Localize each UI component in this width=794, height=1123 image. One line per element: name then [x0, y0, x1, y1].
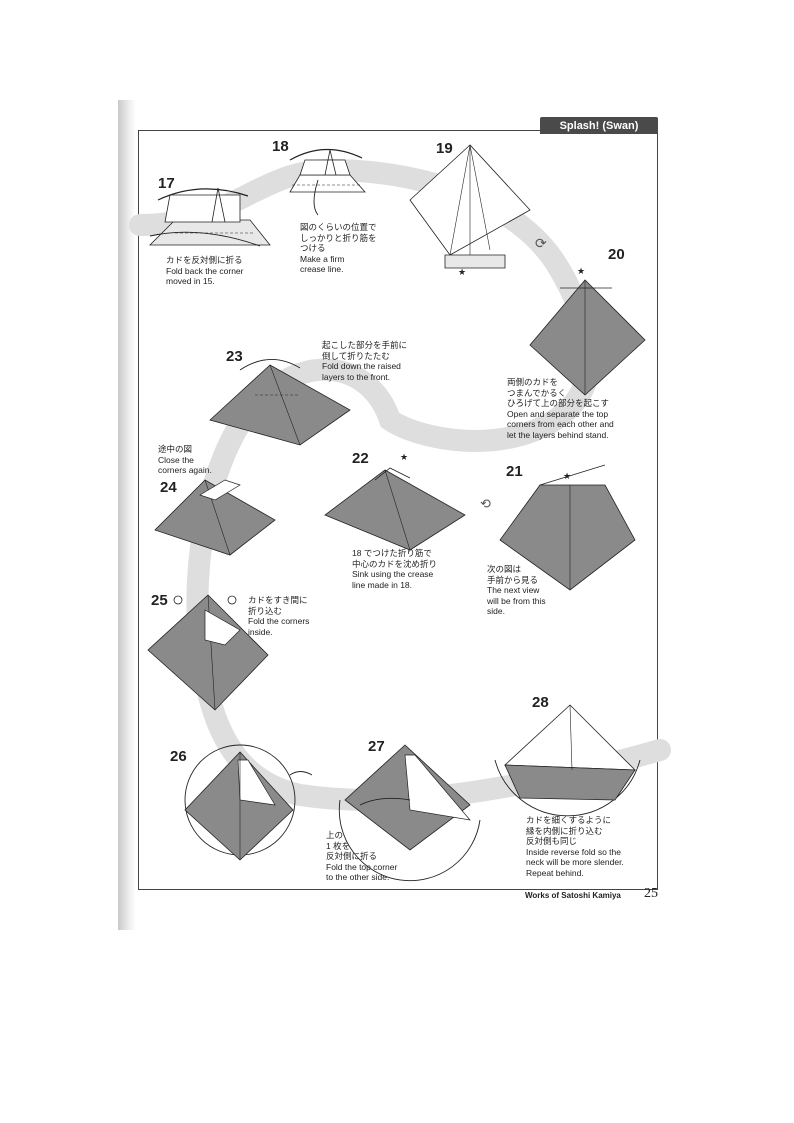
svg-text:⟳: ⟳ [535, 236, 547, 252]
svg-text:★: ★ [577, 267, 585, 277]
step-26-figure [184, 744, 313, 861]
step-number: 28 [532, 694, 549, 711]
svg-text:★: ★ [563, 472, 571, 482]
step-number: 20 [608, 246, 625, 263]
step-28-figure [494, 704, 641, 817]
step-instruction: 途中の図 Close the corners again. [158, 444, 212, 475]
step-17-figure [149, 187, 271, 247]
step-instruction: 起こした部分を手前に 倒して折りたたむ Fold down the raised… [322, 340, 408, 382]
page-number: 25 [644, 886, 658, 901]
step-instruction: 図のくらいの位置で しっかりと折り筋を つける Make a firm crea… [300, 222, 377, 274]
step-21-figure: ★ [499, 464, 636, 591]
svg-text:⟲: ⟲ [480, 497, 491, 512]
step-number: 26 [170, 748, 187, 765]
step-20-figure: ★ ⟳ [529, 236, 646, 396]
step-instruction: 次の図は 手前から見る The next view will be from t… [487, 564, 546, 616]
page-title: Splash! (Swan) [540, 117, 658, 134]
step-instruction: 18 でつけた折り筋で 中心のカドを沈め折り Sink using the cr… [352, 548, 438, 590]
step-instruction: 両側のカドを つまんでかるく ひろげて上の部分を起こす Open and sep… [507, 377, 614, 440]
svg-text:★: ★ [400, 453, 408, 463]
page-frame [138, 130, 658, 890]
scan-shadow [118, 100, 136, 930]
step-instruction: 上の 1 枚を 反対側に折る Fold the top corner to th… [326, 830, 398, 882]
step-number: 25 [151, 592, 168, 609]
step-18-figure [289, 148, 366, 216]
step-number: 22 [352, 450, 369, 467]
step-27-figure [338, 744, 481, 882]
step-23-figure [209, 359, 351, 446]
step-instruction: カドを反対側に折る Fold back the corner moved in … [166, 255, 244, 286]
step-path-band [129, 158, 671, 811]
step-number: 19 [436, 140, 453, 157]
step-24-figure [154, 479, 276, 556]
footer-credit: Works of Satoshi Kamiya [525, 891, 621, 900]
svg-text:★: ★ [458, 268, 466, 278]
step-number: 17 [158, 175, 175, 192]
step-number: 27 [368, 738, 385, 755]
step-25-figure [147, 594, 269, 711]
step-22-figure: ★ ⟲ [324, 453, 491, 551]
step-19-figure: ★ [409, 144, 531, 278]
step-number: 21 [506, 463, 523, 480]
step-instruction: カドを細くするように 縁を内側に折り込む 反対側も同じ Inside rever… [526, 815, 624, 878]
step-instruction: カドをすき間に 折り込む Fold the corners inside. [248, 595, 310, 637]
step-number: 18 [272, 138, 289, 155]
step-number: 24 [160, 479, 177, 496]
step-number: 23 [226, 348, 243, 365]
